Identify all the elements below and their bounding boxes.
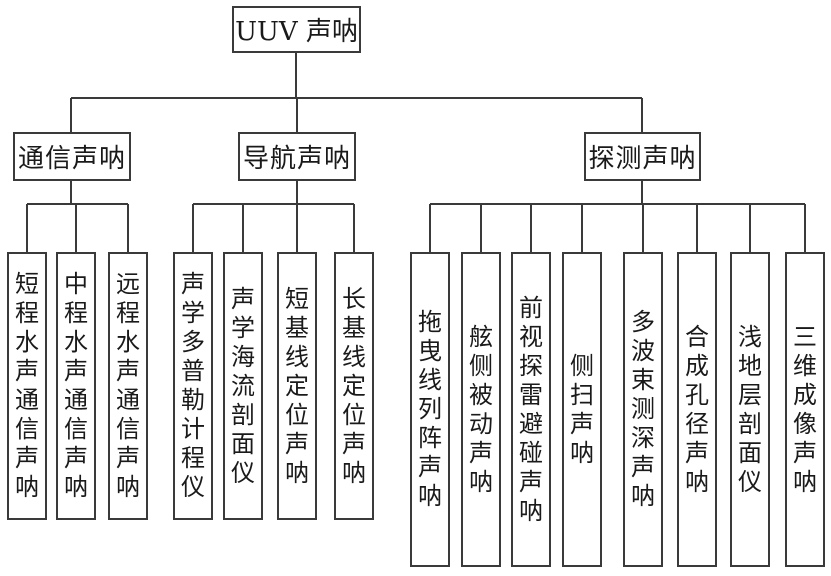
leaf-node: 短程水声通信声呐: [7, 252, 47, 520]
leaf-label: 侧扫声呐: [570, 351, 594, 467]
leaf-node: 多波束测深声呐: [623, 252, 663, 567]
leaf-node: 声学海流剖面仪: [223, 252, 263, 520]
leaf-node: 远程水声通信声呐: [108, 252, 148, 520]
leaf-label: 短基线定位声呐: [285, 284, 309, 487]
category-label: 导航声呐: [242, 144, 351, 174]
leaf-label: 舷侧被动声呐: [469, 322, 493, 496]
category-label: 探测声呐: [588, 144, 697, 174]
leaf-label: 中程水声通信声呐: [64, 270, 88, 501]
root-label: UUV 声呐: [235, 17, 358, 47]
leaf-node: 声学多普勒计程仪: [173, 252, 213, 520]
leaf-label: 长基线定位声呐: [342, 284, 366, 487]
leaf-label: 合成孔径声呐: [685, 322, 709, 496]
leaf-label: 声学海流剖面仪: [231, 284, 255, 487]
leaf-node: 合成孔径声呐: [677, 252, 717, 567]
leaf-label: 前视探雷避碰声呐: [519, 293, 543, 525]
leaf-node: 前视探雷避碰声呐: [511, 252, 551, 567]
category-label: 通信声呐: [17, 144, 126, 174]
category-node-navigation: 导航声呐: [238, 132, 356, 181]
leaf-node: 侧扫声呐: [562, 252, 602, 567]
leaf-node: 长基线定位声呐: [334, 252, 374, 520]
leaf-node: 舷侧被动声呐: [461, 252, 501, 567]
root-node: UUV 声呐: [232, 6, 361, 53]
leaf-node: 拖曳线列阵声呐: [410, 252, 450, 567]
category-node-communication: 通信声呐: [13, 132, 131, 181]
leaf-node: 中程水声通信声呐: [56, 252, 96, 520]
leaf-label: 拖曳线列阵声呐: [418, 308, 442, 510]
leaf-label: 三维成像声呐: [793, 322, 817, 496]
leaf-label: 短程水声通信声呐: [15, 270, 39, 501]
leaf-node: 三维成像声呐: [785, 252, 825, 567]
leaf-node: 浅地层剖面仪: [730, 252, 770, 567]
leaf-label: 多波束测深声呐: [631, 308, 655, 510]
leaf-node: 短基线定位声呐: [277, 252, 317, 520]
category-node-detection: 探测声呐: [584, 132, 701, 181]
leaf-label: 浅地层剖面仪: [738, 322, 762, 496]
leaf-label: 远程水声通信声呐: [116, 270, 140, 501]
leaf-label: 声学多普勒计程仪: [181, 270, 205, 501]
